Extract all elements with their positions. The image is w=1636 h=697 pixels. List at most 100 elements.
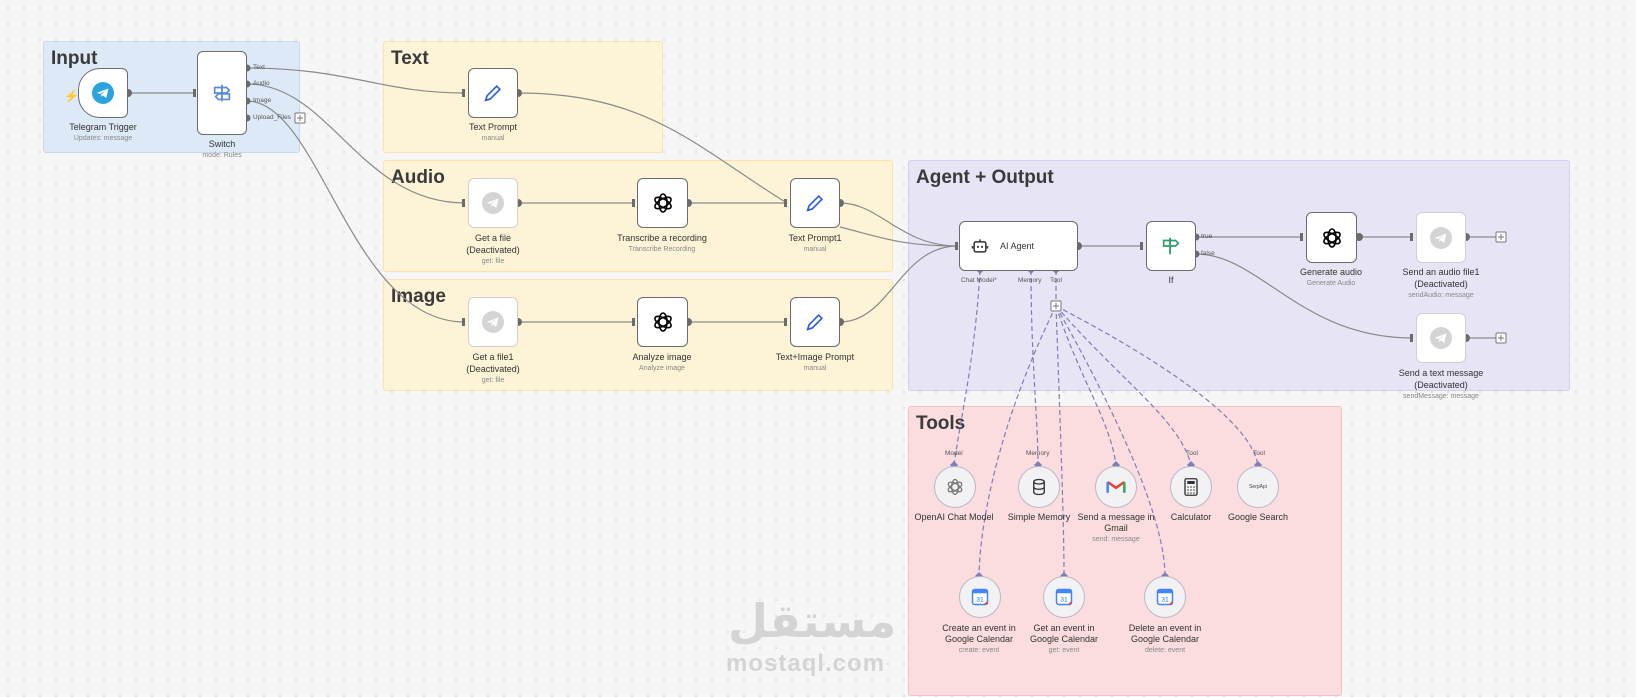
ai-agent-port-tool[interactable]: Tool [1050,277,1062,284]
ai-agent-port-memory[interactable]: Memory [1018,277,1042,284]
get-file1-node[interactable] [468,297,518,347]
ai-agent-label: AI Agent [1000,241,1035,251]
openai-icon [653,193,672,213]
ai-agent-node[interactable]: AI Agent [959,221,1078,271]
text-prompt1-sub: manual [803,246,827,253]
if-node[interactable] [1146,221,1196,271]
switch-output-upload-files[interactable]: Upload_Files [253,114,291,121]
if-output-false[interactable]: false [1201,250,1215,257]
create-event-label2: Google Calendar [944,634,1014,644]
simple-memory-label: Simple Memory [1007,512,1071,522]
ai-agent-port-chat-model[interactable]: Chat Model* [961,277,997,284]
watermark-arabic: مستقل [728,594,897,648]
telegram-trigger-sub: Updates: message [73,135,133,142]
simple-memory-node[interactable] [1018,466,1060,508]
switch-sub: mode: Rules [202,152,242,159]
generate-audio-sub: Generate Audio [1306,280,1356,287]
switch-output-audio[interactable]: Audio [253,80,270,87]
calculator-port[interactable]: Tool [1186,450,1198,457]
send-text-label: Send a text message [1398,368,1484,378]
robot-icon [971,239,989,253]
create-event-label: Create an event in [942,623,1016,633]
telegram-icon [1430,327,1452,349]
get-file1-label: Get a file1 [472,352,514,362]
svg-text:31: 31 [1161,597,1169,604]
gmail-node[interactable] [1095,466,1137,508]
generate-audio-label: Generate audio [1299,267,1363,277]
text-image-prompt-label: Text+Image Prompt [775,352,855,362]
delete-event-label: Delete an event in [1128,623,1202,633]
gmail-icon [1106,480,1126,493]
send-audio-node[interactable] [1416,212,1466,263]
get-file-label: Get a file [474,233,512,243]
telegram-trigger-node[interactable] [78,68,128,118]
if-output-true[interactable]: true [1201,233,1213,240]
text-prompt-node[interactable] [468,68,518,118]
switch-node[interactable] [197,51,247,135]
svg-text:31: 31 [976,597,984,604]
text-image-prompt-node[interactable] [790,297,840,347]
database-icon [1033,478,1045,496]
transcribe-node[interactable] [637,178,688,228]
text-prompt-label: Text Prompt [468,122,517,132]
analyze-image-label: Analyze image [632,352,692,362]
transcribe-label: Transcribe a recording [617,233,707,243]
google-calendar-icon: 31 [1055,588,1073,606]
group-title-audio: Audio [391,167,445,188]
get-file-sub: get: file [481,258,505,265]
simple-memory-port[interactable]: Memory [1026,450,1050,457]
gmail-sub: send: message [1092,536,1140,543]
delete-event-sub: delete: event [1144,647,1186,654]
get-event-label2: Google Calendar [1029,634,1099,644]
telegram-icon [482,192,504,214]
google-calendar-icon: 31 [1156,588,1174,606]
openai-icon [947,478,963,496]
svg-text:31: 31 [1060,597,1068,604]
gmail-label2: Gmail [1104,523,1128,533]
text-image-prompt-sub: manual [803,365,827,372]
generate-audio-node[interactable] [1306,212,1357,263]
get-file1-sub: get: file [481,377,505,384]
delete-event-node[interactable]: 31 [1144,576,1186,618]
telegram-icon [92,82,114,104]
calculator-node[interactable] [1170,466,1212,508]
calculator-label: Calculator [1170,512,1212,522]
get-event-sub: get: event [1048,647,1080,654]
create-event-node[interactable]: 31 [959,576,1001,618]
calculator-icon [1184,478,1198,496]
get-file1-label2: (Deactivated) [466,364,520,374]
google-search-port[interactable]: Tool [1253,450,1265,457]
text-prompt1-label: Text Prompt1 [788,233,842,243]
openai-chat-node[interactable] [934,466,976,508]
text-prompt-sub: manual [481,135,505,142]
openai-chat-port[interactable]: Model [945,450,963,457]
group-title-image: Image [391,286,446,307]
google-calendar-icon: 31 [971,588,989,606]
get-event-node[interactable]: 31 [1043,576,1085,618]
serpapi-icon: SerpApi [1249,484,1267,490]
get-file-node[interactable] [468,178,518,228]
group-text[interactable]: Text [383,41,663,153]
create-event-sub: create: event [958,647,1000,654]
switch-output-image[interactable]: Image [253,97,272,104]
pencil-icon [806,313,824,331]
watermark-latin: mostaql.com [726,650,886,677]
delete-event-label2: Google Calendar [1130,634,1200,644]
openai-icon [1322,227,1341,248]
google-search-node[interactable]: SerpApi [1237,466,1279,508]
text-prompt1-node[interactable] [790,178,840,228]
send-text-sub: sendMessage: message [1403,393,1479,400]
openai-icon [653,312,672,332]
group-title-text: Text [391,48,429,69]
analyze-image-node[interactable] [637,297,688,347]
telegram-icon [1430,226,1452,249]
send-text-label2: (Deactivated) [1414,380,1468,390]
send-text-node[interactable] [1416,313,1466,363]
telegram-icon [482,311,504,333]
lightning-icon: ⚡ [64,89,79,103]
gmail-label: Send a message in [1077,512,1155,522]
group-title-input: Input [51,48,98,69]
signpost-icon [1162,237,1180,255]
group-title-tools: Tools [916,413,966,434]
switch-output-text[interactable]: Text [253,64,265,71]
